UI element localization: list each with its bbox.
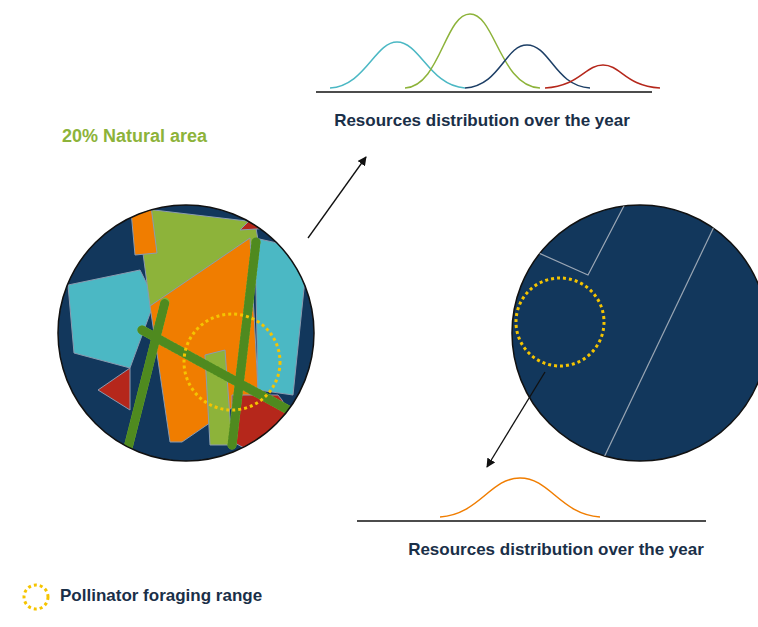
legend-sample [24,585,48,609]
monoculture-landscape [505,175,758,470]
diverse-landscape [58,198,314,461]
leader-arrow [487,372,545,467]
resource-curve-bottom [357,478,706,521]
chart-caption: Resources distribution over the year [334,111,630,131]
leader-arrow [308,157,366,238]
legend-text: Pollinator foraging range [60,586,262,606]
resource-curves-top [316,14,660,92]
region-label: 20% Natural area [62,126,207,147]
chart-caption: Resources distribution over the year [408,540,704,560]
